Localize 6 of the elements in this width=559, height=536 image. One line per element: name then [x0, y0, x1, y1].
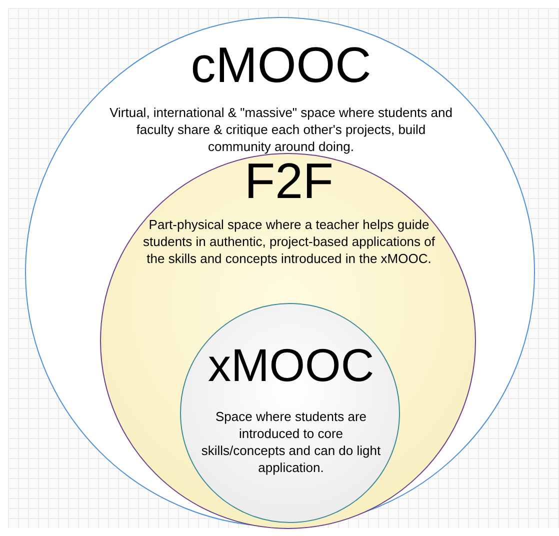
circle-description: Virtual, international & "massive" space where students and faculty share & critique each other's projects, build community around doing.: [108, 104, 454, 155]
circle-description: Part-physical space where a teacher helps guide students in authentic, project-based applications of the skills and concepts introduced in the xMOOC.: [142, 216, 436, 267]
circle-title: xMOOC: [206, 342, 376, 388]
circle-description: Space where students are introduced to core skills/concepts and can do light application.: [200, 408, 382, 476]
circle-title: F2F: [244, 156, 334, 206]
circle-title: cMOOC: [190, 40, 372, 90]
